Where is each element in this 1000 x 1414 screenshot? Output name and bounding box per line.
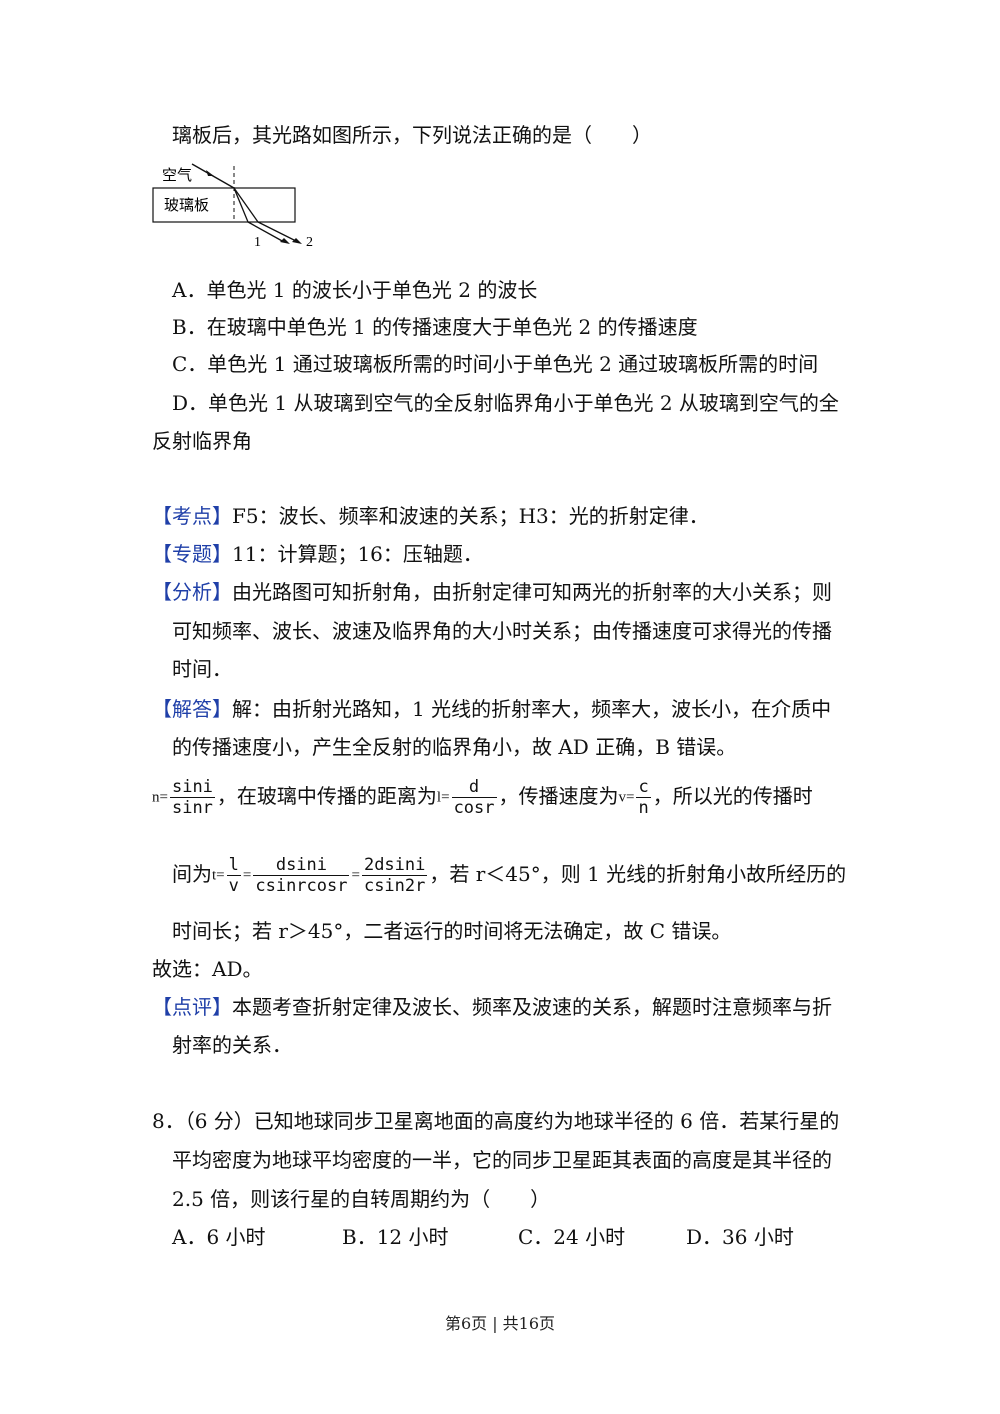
refracted-ray-2 [233, 187, 259, 223]
air-label: 空气 [162, 167, 192, 184]
option-d-cont: 反射临界角 [152, 429, 252, 453]
dianping-line-2: 射率的关系． [172, 1033, 292, 1057]
formula-l-label: l= [436, 789, 450, 806]
dianping-tag: 【点评】 [152, 995, 232, 1019]
option-c: C．单色光 1 通过玻璃板所需的时间小于单色光 2 通过玻璃板所需的时间 [172, 352, 819, 376]
q8-option-d: D．36 小时 [686, 1225, 794, 1249]
kaodian-text: F5：波长、频率和波速的关系；H3：光的折射定律． [232, 504, 709, 528]
q8-option-a: A．6 小时 [172, 1225, 266, 1249]
ray-1-label: 1 [254, 235, 261, 250]
formula-v-label: v= [618, 789, 635, 806]
ray-2-arrow-icon [292, 238, 302, 244]
q8-option-b: B．12 小时 [342, 1225, 449, 1249]
equals-sign-1: = [242, 867, 252, 884]
dianping-line-1: 本题考查折射定律及波长、频率及波速的关系，解题时注意频率与折 [232, 995, 832, 1019]
formula-text-2: ，传播速度为 [498, 784, 619, 808]
q8-line-3: 2.5 倍，则该行星的自转周期约为（ ） [172, 1187, 551, 1211]
jieda-tag: 【解答】 [152, 697, 232, 721]
q8-line-2: 平均密度为地球平均密度的一半，它的同步卫星距其表面的高度是其半径的 [172, 1148, 832, 1172]
page-footer: 第6页 | 共16页 [444, 1314, 556, 1333]
answer-choice: 故选：AD。 [152, 957, 263, 981]
option-a: A．单色光 1 的波长小于单色光 2 的波长 [172, 278, 538, 302]
zhuanti-row: 【专题】11：计算题；16：压轴题． [152, 541, 483, 567]
incident-arrow-icon [206, 170, 214, 176]
jieda-row: 【解答】解：由折射光路知，1 光线的折射率大，频率大，波长小，在介质中 [152, 696, 831, 722]
jieda-line-1: 解：由折射光路知，1 光线的折射率大，频率大，波长小，在介质中 [232, 697, 832, 721]
formula-text-1: ，在玻璃中传播的距离为 [216, 784, 437, 808]
fenxi-tag: 【分析】 [152, 580, 232, 604]
option-d: D．单色光 1 从玻璃到空气的全反射临界角小于单色光 2 从玻璃到空气的全 [172, 391, 839, 415]
formula-t-label: t= [212, 867, 225, 884]
zhuanti-tag: 【专题】 [152, 542, 232, 566]
glass-plate [152, 187, 296, 223]
formula-text-4: 间为 [172, 862, 212, 886]
ray-1-arrow-icon [280, 238, 290, 244]
emergent-ray-2 [257, 221, 299, 243]
formula-n-label: n= [152, 789, 168, 806]
dianping-row: 【点评】本题考查折射定律及波长、频率及波速的关系，解题时注意频率与折 [152, 994, 832, 1020]
jieda-line-4: 时间长；若 r＞45°，二者运行的时间将无法确定，故 C 错误。 [172, 919, 732, 943]
refracted-ray-1 [233, 187, 249, 223]
emergent-ray-1 [247, 221, 285, 243]
option-b: B．在玻璃中单色光 1 的传播速度大于单色光 2 的传播速度 [172, 315, 698, 339]
kaodian-tag: 【考点】 [152, 504, 232, 528]
zhuanti-text: 11：计算题；16：压轴题． [232, 542, 483, 566]
fenxi-row: 【分析】由光路图可知折射角，由折射定律可知两光的折射率的大小关系；则 [152, 579, 832, 605]
kaodian-row: 【考点】F5：波长、频率和波速的关系；H3：光的折射定律． [152, 503, 709, 529]
equals-sign-2: = [351, 867, 360, 884]
fenxi-line-2: 可知频率、波长、波速及临界角的大小时关系；由传播速度可求得光的传播 [172, 619, 832, 643]
glass-label: 玻璃板 [164, 196, 209, 214]
question-stem-tail: 璃板后，其光路如图所示，下列说法正确的是（ ） [172, 123, 652, 147]
formula-text-5: ，若 r＜45°，则 1 光线的折射角小故所经历的 [429, 862, 847, 886]
refraction-diagram: 空气 玻璃板 1 2 [152, 163, 313, 250]
q8-line-1: 8．（6 分）已知地球同步卫星离地面的高度约为地球半径的 6 倍．若某行星的 [152, 1109, 840, 1133]
q8-option-c: C．24 小时 [518, 1225, 626, 1249]
fenxi-line-3: 时间． [172, 657, 232, 681]
jieda-line-2: 的传播速度小，产生全反射的临界角小，故 AD 正确，B 错误。 [172, 735, 737, 759]
ray-2-label: 2 [306, 235, 313, 250]
fenxi-line-1: 由光路图可知折射角，由折射定律可知两光的折射率的大小关系；则 [232, 580, 832, 604]
formula-text-3: ，所以光的传播时 [652, 784, 813, 808]
